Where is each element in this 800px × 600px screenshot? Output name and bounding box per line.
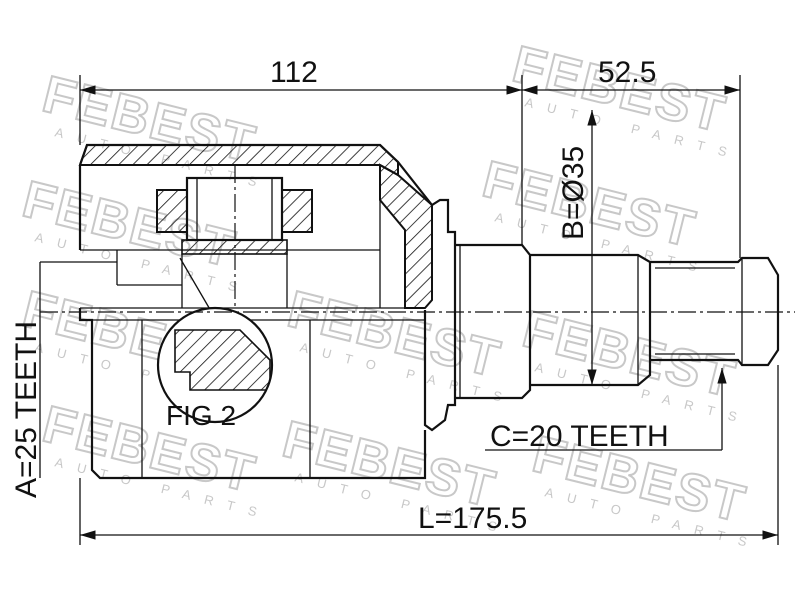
- dimension-112: 112: [79, 56, 523, 245]
- stub-length-label: 52.5: [598, 56, 656, 89]
- watermark-logo: FEBEST AUTO PARTS: [36, 394, 272, 522]
- dimension-inner-spline: A=25 TEETH: [10, 261, 117, 498]
- watermark-logo: FEBEST AUTO PARTS: [506, 34, 742, 162]
- dimension-total-length: L=175.5: [79, 365, 779, 545]
- watermark-logo: FEBEST AUTO PARTS: [36, 64, 272, 192]
- roller-left-hatch: [156, 189, 188, 233]
- shaft-collar: [455, 243, 532, 400]
- roller-right-hatch: [281, 189, 313, 233]
- watermark-logo: FEBEST AUTO PARTS: [16, 169, 252, 297]
- housing-lower-body: [78, 308, 427, 480]
- watermark-logo: FEBEST AUTO PARTS: [516, 299, 752, 427]
- housing-length-label: 112: [270, 56, 318, 89]
- outer-spline-label: C=20 TEETH: [490, 420, 669, 453]
- tripod-roller: [156, 165, 313, 310]
- inner-spline-label: A=25 TEETH: [10, 321, 43, 498]
- housing-neck-hatch: [379, 163, 433, 309]
- housing: [78, 143, 457, 480]
- housing-outline: [78, 143, 457, 432]
- dimension-outer-spline: C=20 TEETH: [485, 368, 727, 453]
- watermark-group: FEBEST AUTO PARTS FEBEST AUTO PARTS FEBE…: [16, 34, 762, 552]
- fig2-label: FIG 2: [166, 400, 236, 431]
- dimension-diameter: B=Ø35: [557, 110, 597, 385]
- fig2-circle: [156, 306, 274, 424]
- stub-diameter-label: B=Ø35: [557, 146, 590, 240]
- total-length-label: L=175.5: [418, 502, 527, 535]
- fig2-detail: FIG 2: [156, 257, 274, 431]
- shaft-spline-section: [530, 253, 652, 387]
- watermark-logo: FEBEST AUTO PARTS: [476, 149, 712, 277]
- dimension-52-5: 52.5: [522, 56, 741, 258]
